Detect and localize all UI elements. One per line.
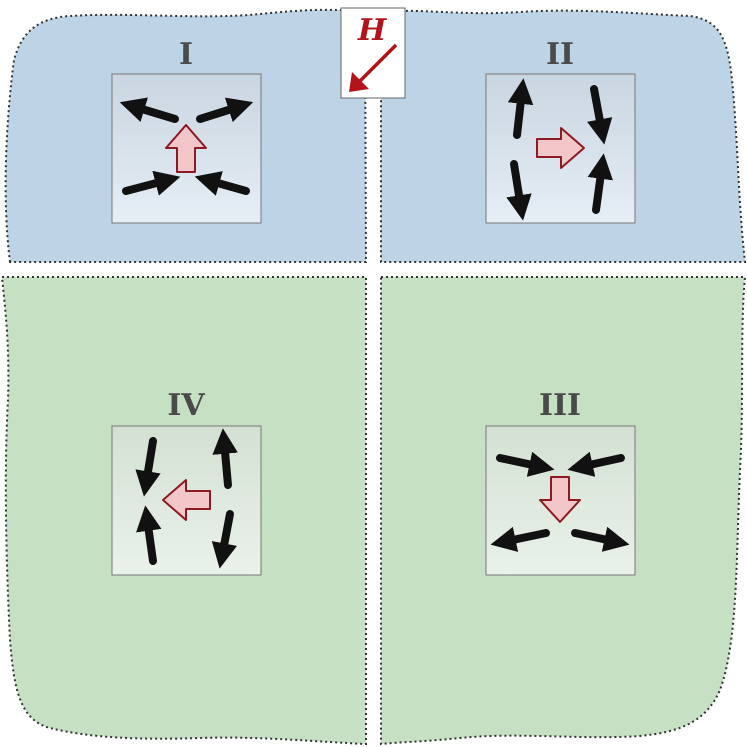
region-I-label: I [179,37,193,72]
field-legend: H [340,7,406,99]
region-IV-central-arrow-icon [162,479,211,521]
region-III-spin-arrows [490,451,630,552]
region-II-spin-arrows [506,78,613,221]
region-II: II [485,37,636,224]
field-legend-label: H [357,13,388,48]
region-I-central-arrow-icon [165,124,207,173]
region-III-label: III [539,388,581,423]
region-IV-label: IV [167,388,205,423]
region-I-spin-arrows [119,97,254,196]
region-II-central-arrow-icon [536,127,585,169]
region-I: I [111,37,262,224]
region-IV: IV [111,388,262,576]
region-II-label: II [546,37,574,72]
field-direction-arrow-icon [349,43,398,92]
region-III: III [485,388,636,576]
region-III-central-arrow-icon [539,476,581,523]
region-IV-spin-arrows [135,428,238,569]
